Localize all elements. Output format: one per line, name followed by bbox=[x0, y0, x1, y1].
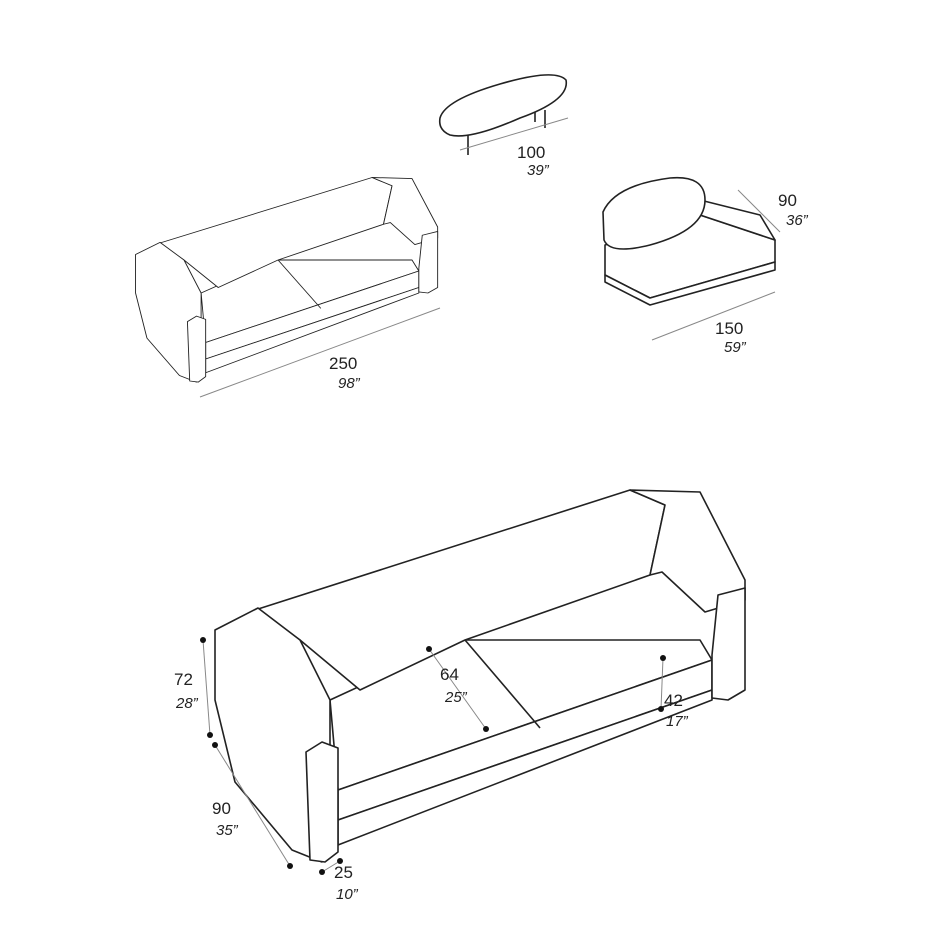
chaise-width-cm: 150 bbox=[715, 319, 744, 338]
sofa-height-cm: 72 bbox=[174, 670, 193, 689]
seat-height-in: 17” bbox=[666, 713, 688, 730]
chaise-depth-cm: 90 bbox=[778, 191, 797, 210]
sofa-large-drawing bbox=[200, 489, 746, 875]
seat-depth-in: 25” bbox=[445, 689, 467, 706]
arm-width-in: 10” bbox=[336, 886, 358, 903]
seat-depth-cm: 64 bbox=[440, 665, 459, 684]
bench-drawing bbox=[438, 74, 569, 155]
sofa-height-in: 28” bbox=[176, 695, 198, 712]
sofa-depth-in: 35” bbox=[216, 822, 238, 839]
bench-length-cm: 100 bbox=[517, 143, 546, 162]
sofa-depth-cm: 90 bbox=[212, 799, 231, 818]
sofa-small-drawing bbox=[135, 177, 441, 398]
bench-length-in: 39” bbox=[527, 162, 549, 179]
arm-width-cm: 25 bbox=[334, 863, 353, 882]
chaise-depth-in: 36” bbox=[786, 212, 808, 229]
sofa-small-length-in: 98” bbox=[338, 375, 360, 392]
chaise-width-in: 59” bbox=[724, 339, 746, 356]
sofa-small-length-cm: 250 bbox=[329, 354, 358, 373]
seat-height-cm: 42 bbox=[664, 691, 683, 710]
chaise-drawing bbox=[602, 176, 781, 341]
